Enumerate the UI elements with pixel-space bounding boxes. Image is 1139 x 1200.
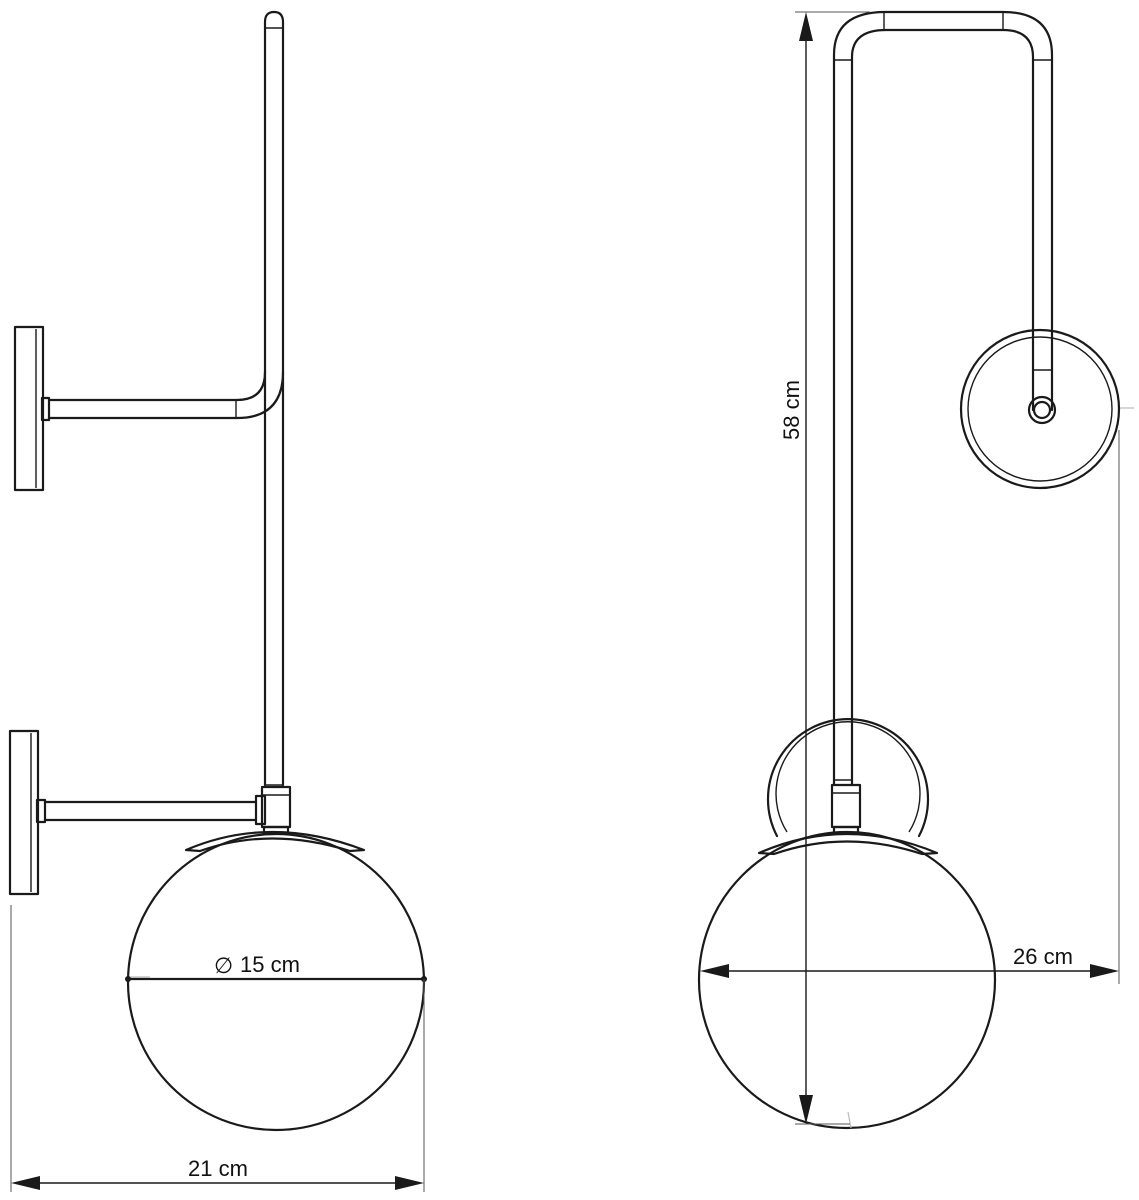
front-width-label: 26 cm	[1013, 944, 1073, 969]
side-shade-cap	[184, 830, 366, 853]
front-socket	[830, 783, 862, 835]
front-globe	[697, 830, 997, 1130]
vertical-rod	[263, 10, 285, 787]
globe-diameter-label: 15 cm	[240, 952, 300, 977]
lower-arm	[43, 794, 267, 826]
upper-wall-plate	[13, 325, 51, 492]
upper-arm	[47, 370, 285, 420]
side-width-dimension	[10, 905, 425, 1192]
side-width-label: 21 cm	[188, 1156, 248, 1181]
side-globe	[125, 832, 427, 1132]
front-wall-plate	[959, 328, 1121, 490]
height-label: 58 cm	[779, 380, 804, 440]
globe-diameter-symbol: ∅	[214, 953, 233, 978]
side-socket	[260, 785, 292, 835]
side-view: ∅ 15 cm 21 cm	[8, 10, 427, 1192]
front-u-rod	[832, 10, 1054, 787]
lower-wall-plate	[8, 729, 47, 896]
front-width-dimension	[700, 407, 1134, 984]
height-dimension	[795, 11, 870, 1125]
front-shade-cap	[757, 832, 939, 856]
front-view: 26 cm 58 cm	[697, 10, 1134, 1130]
front-lower-plate	[766, 718, 930, 838]
front-rod-end	[1027, 395, 1057, 425]
